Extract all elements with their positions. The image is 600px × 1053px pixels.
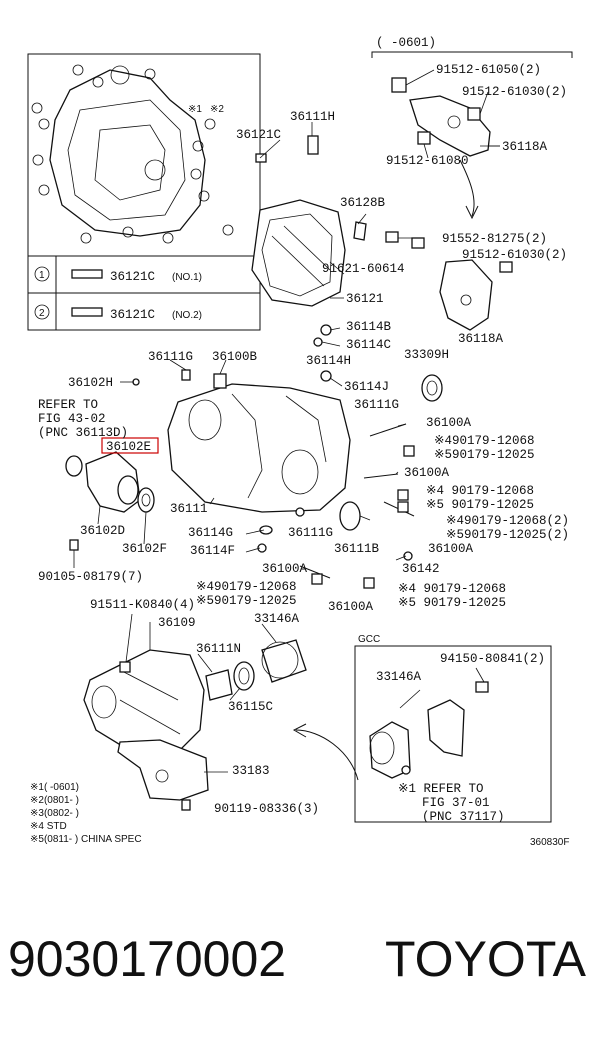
lower-housing [83,639,359,811]
transfer-case [132,369,443,589]
legend-3: ※3(0802- ) [30,808,79,819]
inset-row-2-note: (NO.2) [172,310,202,321]
label-36114C: 36114C [346,338,391,352]
label-36102D: 36102D [80,524,125,538]
label-36111G-a: 36111G [148,350,193,364]
label-36111N: 36111N [196,642,241,656]
legend-2: ※2(0801- ) [30,795,79,806]
legend-1: ※1( -0601) [30,782,79,793]
label-91512-61050: 91512-61050(2) [436,63,541,77]
inset-row-1-part: 36121C [110,270,155,284]
label-36111B: 36111B [334,542,380,556]
label-36109: 36109 [158,616,196,630]
part-labels: 91512-61050(2) 91512-61030(2) 36111H 361… [38,63,567,816]
label-36115C: 36115C [228,700,273,714]
note-3: ※4 90179-12068 [426,484,534,498]
refer-line-2: FIG 43-02 [38,412,106,426]
note-8: ※590179-12025 [196,594,297,608]
label-33146A: 33146A [254,612,300,626]
inset-box: ※1 ※2 1 36121C (NO.1) 2 36121C (NO.2) [27,53,261,331]
bracket-assembly-top: ( -0601) [371,36,573,220]
label-36100A-c: 36100A [428,542,474,556]
label-33309H: 33309H [404,348,449,362]
label-91621-60614: 91621-60614 [322,262,405,276]
label-33183: 33183 [232,764,270,778]
label-91511-K0840: 91511-K0840(4) [90,598,195,612]
inset-row-1-num: 1 [39,270,45,281]
label-36100B: 36100B [212,350,258,364]
range-note: ( -0601) [376,36,436,50]
label-36100A-b: 36100A [404,466,450,480]
refer-note: REFER TO FIG 43-02 (PNC 36113D) 36102E [38,398,151,454]
brand-name: TOYOTA [385,931,586,987]
label-36118A-top: 36118A [502,140,548,154]
label-91512-61080: 91512-61080 [386,154,469,168]
legend-4: ※4 STD [30,821,67,832]
label-91512-61030-a: 91512-61030(2) [462,85,567,99]
gcc-title: GCC [358,634,380,645]
label-36114H: 36114H [306,354,351,368]
housing-cover [251,135,399,347]
gcc-refer-3: (PNC 37117) [422,810,505,824]
part-number: 9030170002 [8,931,287,987]
footer: 9030170002 TOYOTA [0,930,600,1020]
note-9: ※4 90179-12068 [398,582,506,596]
note-2: ※590179-12025 [434,448,535,462]
label-91552-81275: 91552-81275(2) [442,232,547,246]
label-36118A-lower: 36118A [458,332,504,346]
legend: ※1( -0601) ※2(0801- ) ※3(0802- ) ※4 STD … [30,782,569,848]
label-36111G-c: 36111G [288,526,333,540]
bracket-lower [411,237,513,331]
refer-line-1: REFER TO [38,398,98,412]
label-36111G-b: 36111G [354,398,399,412]
label-36114J: 36114J [344,380,389,394]
parts-diagram: ※1 ※2 1 36121C (NO.1) 2 36121C (NO.2) ( … [27,36,573,848]
note-5: ※490179-12068(2) [446,514,569,528]
note-1: ※490179-12068 [434,434,535,448]
label-36100A-e: 36100A [328,600,374,614]
note-4: ※5 90179-12025 [426,498,534,512]
label-90105-08179: 90105-08179(7) [38,570,143,584]
inset-row-2-num: 2 [39,308,45,319]
label-36100A-d: 36100A [262,562,308,576]
label-36102F: 36102F [122,542,167,556]
label-36121: 36121 [346,292,384,306]
label-36111H: 36111H [290,110,335,124]
refer-line-3: (PNC 36113D) [38,426,128,440]
label-36114F: 36114F [190,544,235,558]
label-94150-80841: 94150-80841(2) [440,652,545,666]
gcc-refer-1: ※1 REFER TO [398,782,484,796]
variant-notes: ※490179-12068 ※590179-12025 ※4 90179-120… [196,434,569,610]
label-90119-08336: 90119-08336(3) [214,802,319,816]
leader-lines [73,122,500,773]
label-36114B: 36114B [346,320,392,334]
label-36128B: 36128B [340,196,386,210]
extension-housing [65,437,159,551]
note-6: ※590179-12025(2) [446,528,569,542]
label-91512-61030-b: 91512-61030(2) [462,248,567,262]
gcc-refer-2: FIG 37-01 [422,796,490,810]
inset-row-1-note: (NO.1) [172,272,202,283]
note-10: ※5 90179-12025 [398,596,506,610]
label-36142: 36142 [402,562,440,576]
highlight-part-label: 36102E [106,440,151,454]
inset-marker-2: ※2 [210,104,224,115]
figure-code: 360830F [530,837,569,848]
inset-marker-1: ※1 [188,104,202,115]
label-36100A-a: 36100A [426,416,472,430]
label-36111: 36111 [170,502,208,516]
note-7: ※490179-12068 [196,580,297,594]
inset-row-2-part: 36121C [110,308,155,322]
label-36121C: 36121C [236,128,281,142]
label-36114G: 36114G [188,526,233,540]
label-33146A-gcc: 33146A [376,670,422,684]
label-36102H: 36102H [68,376,113,390]
legend-5: ※5(0811- ) CHINA SPEC [30,834,142,845]
gcc-box: GCC ※1 REFER TO FIG 37-01 (PNC 37117) [354,634,552,824]
